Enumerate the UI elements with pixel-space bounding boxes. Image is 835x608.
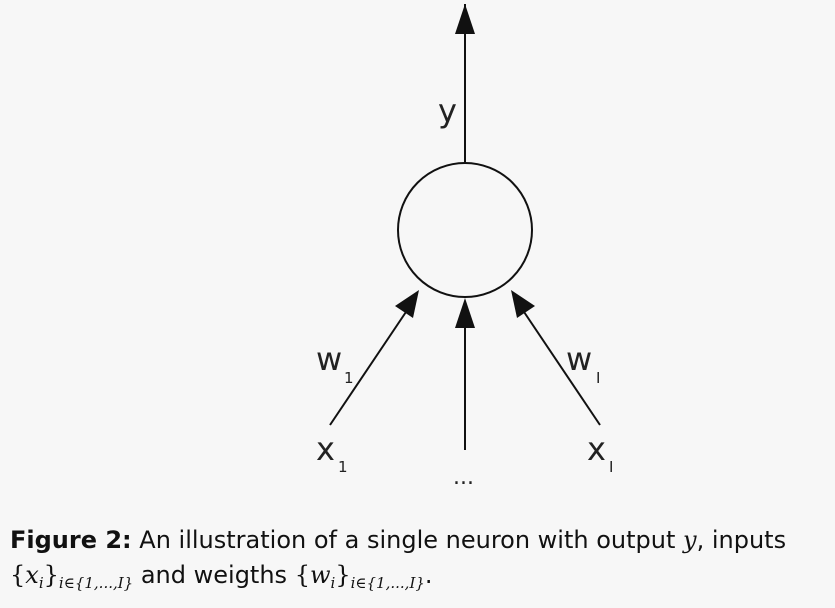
figure-caption: Figure 2: An illustration of a single ne… — [10, 526, 832, 592]
output-label: y — [438, 92, 457, 130]
caption-text-2: , inputs — [696, 526, 787, 554]
caption-end: . — [424, 560, 433, 589]
input-arrowhead-right — [511, 290, 535, 318]
input-arrowhead-left — [395, 290, 419, 318]
input-arrow-right — [517, 302, 601, 426]
input-left-label: x — [316, 430, 335, 468]
weight-left-index: 1 — [344, 369, 354, 387]
output-arrowhead — [455, 4, 475, 34]
input-right-label: x — [587, 430, 606, 468]
input-left-index: 1 — [338, 458, 348, 476]
inputs-set: {xi}i∈{1,...,I} — [10, 560, 134, 592]
input-arrowhead-middle — [455, 298, 475, 328]
output-symbol: y — [683, 526, 697, 554]
weights-set: {wi}i∈{1,...,I} — [294, 560, 425, 592]
neuron-node — [397, 162, 533, 298]
weight-left-label: w — [316, 340, 342, 378]
caption-line-2: {xi}i∈{1,...,I} and weigths {wi}i∈{1,...… — [10, 561, 832, 592]
figure-label: Figure 2: — [10, 526, 132, 554]
input-right-index: I — [609, 458, 613, 476]
caption-text-1: An illustration of a single neuron with … — [131, 526, 684, 554]
caption-text-3: and weigths — [133, 560, 295, 589]
weight-right-index: I — [596, 369, 600, 387]
neuron-diagram: y w 1 w I x 1 x I ... — [316, 4, 613, 490]
input-middle-ellipsis: ... — [453, 465, 474, 490]
input-arrow-left — [329, 302, 413, 426]
weight-right-label: w — [566, 340, 592, 378]
